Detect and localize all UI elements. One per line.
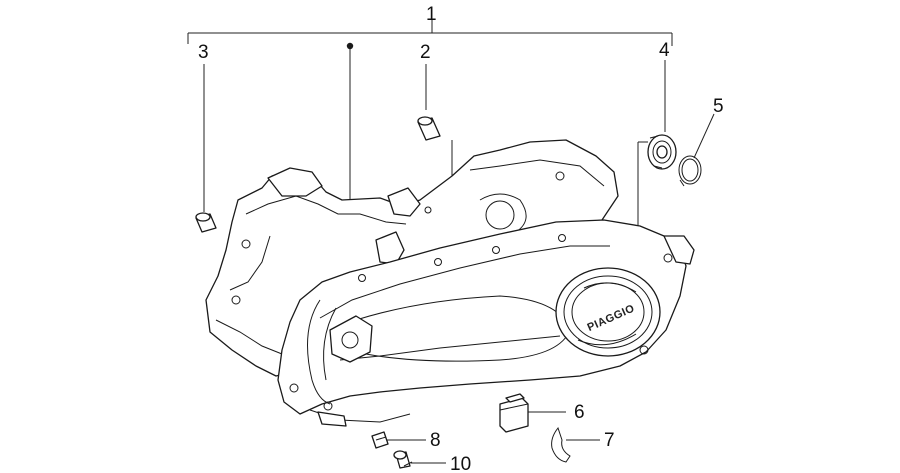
callout-2: 2 <box>420 42 431 63</box>
callout-10: 10 <box>450 454 471 473</box>
circlip-5 <box>678 155 702 187</box>
callout-5: 5 <box>713 96 724 117</box>
callout-1: 1 <box>426 4 437 25</box>
callout-7: 7 <box>604 430 615 451</box>
dowel-pin-2 <box>417 116 441 141</box>
callout-3: 3 <box>198 42 209 63</box>
callout-8: 8 <box>430 430 441 451</box>
bearing-4 <box>647 134 677 170</box>
leader-lines <box>203 48 715 464</box>
screw-10 <box>393 450 413 469</box>
transmission-cover: PIAGGIO <box>277 219 695 427</box>
reference-dot <box>346 42 354 50</box>
spring-clip-7 <box>551 426 571 463</box>
callout-4: 4 <box>659 40 670 61</box>
clip-8 <box>371 431 389 449</box>
rubber-block-6 <box>499 393 529 433</box>
assembly-bracket <box>187 20 673 46</box>
callout-6: 6 <box>574 402 585 423</box>
dowel-pin-3 <box>195 212 217 233</box>
